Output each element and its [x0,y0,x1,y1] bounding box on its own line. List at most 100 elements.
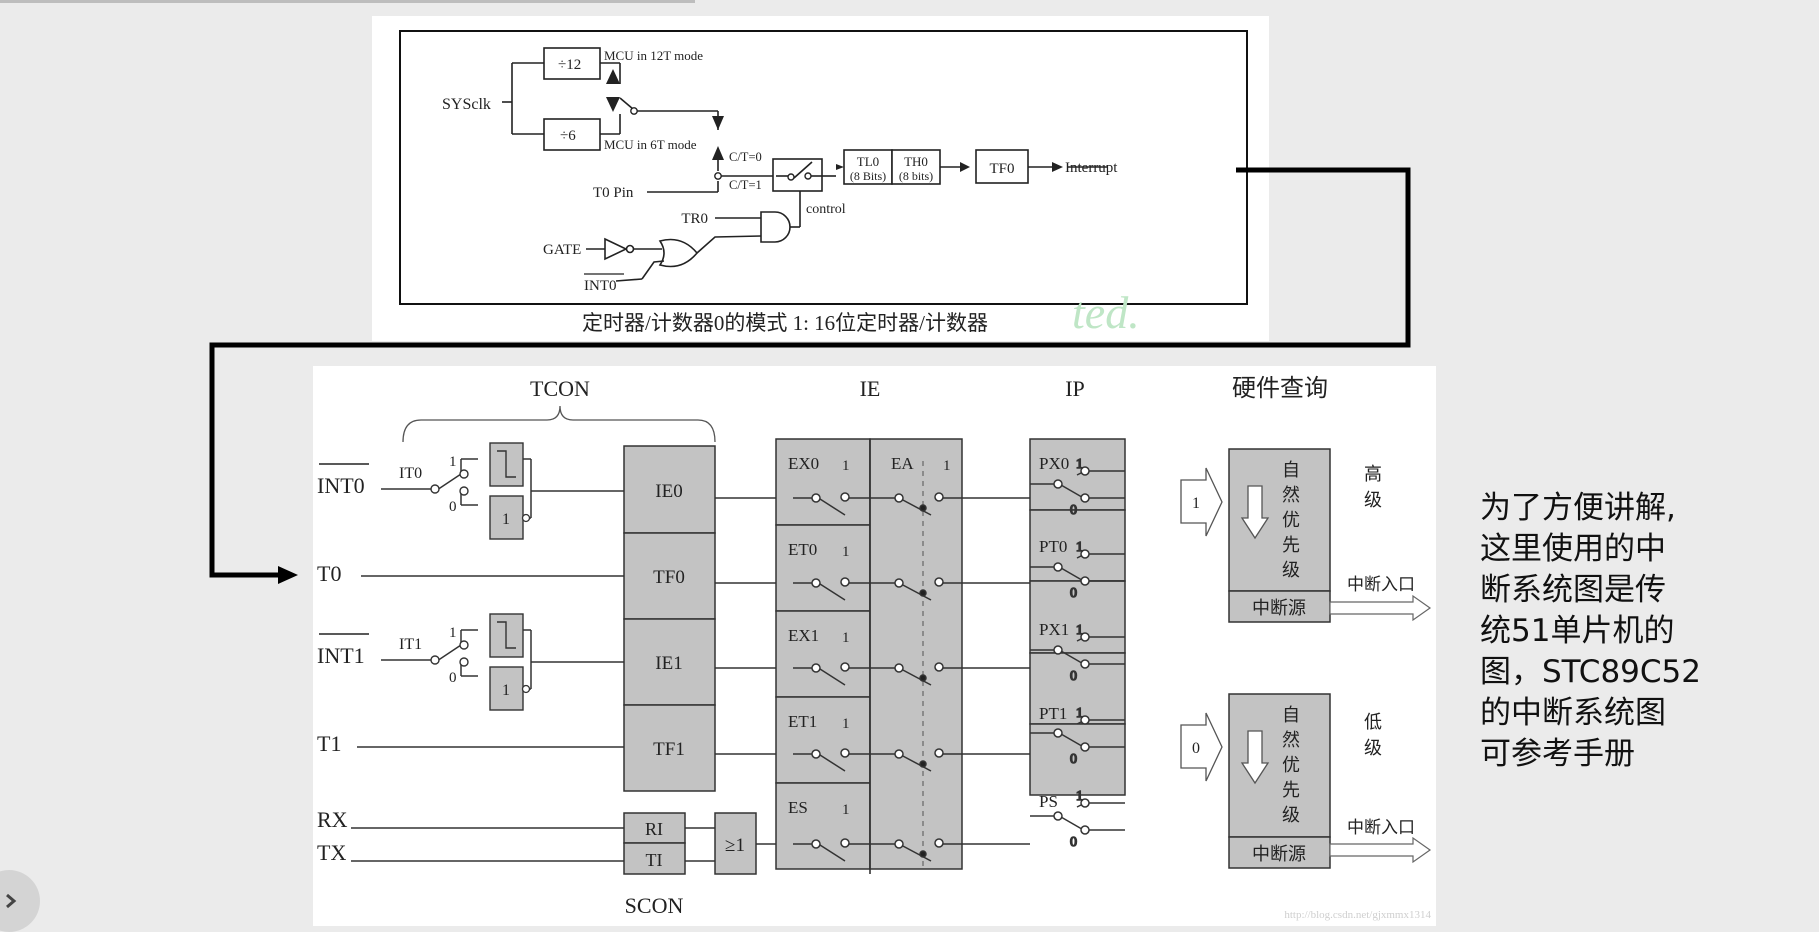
enable-switch [793,577,1030,601]
next-slide-button[interactable] [0,870,40,932]
input-int0: INT0 [317,473,365,498]
tl0-label: TL0 [857,154,879,169]
priority-ps: PS [1039,792,1058,811]
div12-label: ÷12 [558,57,581,73]
note-line-3: 断系统图是传 [1480,572,1666,608]
or-gate-label: ≥1 [725,835,745,856]
priority-pt1: PT1 [1039,704,1067,723]
high-label-1: 高 [1364,464,1382,484]
input-int1: INT1 [317,643,365,668]
scon-label: SCON [625,893,684,918]
et0-sel-1: 1 [842,544,850,560]
natural-priority-high-2: 然 [1282,485,1300,505]
note-line-7: 可参考手册 [1480,736,1635,772]
div6-label: ÷6 [560,128,576,144]
note-line-2: 这里使用的中 [1480,531,1666,567]
natural-priority-high-4: 先 [1282,535,1300,555]
interrupt-system-diagram: TCON IE IP 硬件查询 INT0 T0 INT1 T1 RX TX [313,366,1436,926]
priority-switch: 10 [1030,705,1125,768]
timer-mode1-diagram: SYSclk ÷12 ÷6 MCU in 12T mode MCU in 6T … [372,16,1269,341]
tf0-box-label: TF0 [989,161,1014,177]
natural-priority-low-1: 自 [1282,705,1300,725]
watermark-text: ted. [1072,287,1140,338]
ea-sel-1: 1 [943,458,951,474]
ip-sel-0: 0 [1070,669,1077,684]
note-line-6: 的中断系统图 [1480,695,1666,731]
ip-sel-1: 1 [1076,623,1083,638]
input-t0: T0 [317,561,341,586]
enable-switch [793,662,1030,686]
ip-sel-0: 0 [1070,503,1077,518]
flag-tf1: TF1 [653,739,685,760]
flag-ri: RI [645,819,663,839]
es-sel-1: 1 [842,802,850,818]
timer-caption: 定时器/计数器0的模式 1: 16位定时器/计数器 [582,311,988,335]
natural-priority-low-5: 级 [1282,805,1300,825]
th0-label: TH0 [904,154,928,169]
int-source-high: 中断源 [1252,598,1306,618]
high-label-2: 级 [1364,490,1382,510]
level-box-int0: 1 [502,511,510,528]
flag-ti: TI [646,850,663,870]
connector-arrowhead [278,566,298,584]
natural-priority-high-1: 自 [1282,460,1300,480]
low-level-input: 0 [1192,740,1200,757]
tl0-bits-label: (8 Bits) [850,169,886,183]
explanation-note: 为了方便讲解, 这里使用的中 断系统图是传 统51单片机的 图，STC89C52… [1480,488,1730,775]
hw-query-header: 硬件查询 [1232,375,1328,402]
it0-sel-0: 0 [449,499,457,515]
ex1-sel-1: 1 [842,630,850,646]
ip-sel-0: 0 [1070,752,1077,767]
interrupt-system-svg: TCON IE IP 硬件查询 INT0 T0 INT1 T1 RX TX [317,375,1431,921]
input-t1: T1 [317,731,341,756]
it0-label: IT0 [399,465,422,482]
it1-sel-0: 0 [449,670,457,686]
natural-priority-low-2: 然 [1282,730,1300,750]
priority-px0: PX0 [1039,454,1069,473]
priority-pt0: PT0 [1039,537,1067,556]
enable-ex1: EX1 [788,626,819,645]
note-line-4: 统51单片机的 [1480,613,1675,649]
ip-sel-1: 1 [1076,706,1083,721]
natural-priority-low-4: 先 [1282,780,1300,800]
tr0-label: TR0 [681,211,708,227]
gate-label: GATE [543,242,581,258]
ip-sel-1: 1 [1076,457,1083,472]
ip-sel-0: 0 [1070,835,1077,850]
mode6t-label: MCU in 6T mode [604,137,697,152]
priority-switch: 10 [1030,788,1125,851]
it1-label: IT1 [399,636,422,653]
t0pin-label: T0 Pin [593,185,634,201]
low-label-1: 低 [1364,712,1382,732]
mode12t-label: MCU in 12T mode [604,48,703,63]
int-entry-low: 中断入口 [1347,818,1415,837]
sysclk-label: SYSclk [442,96,491,113]
flag-ie1: IE1 [655,653,682,674]
ip-sel-0: 0 [1070,586,1077,601]
tcon-header: TCON [530,376,590,401]
enable-et1: ET1 [788,712,817,731]
ex0-sel-1: 1 [842,458,850,474]
int-entry-high: 中断入口 [1347,575,1415,594]
th0-bits-label: (8 bits) [899,169,933,183]
note-line-1: 为了方便讲解, [1480,490,1676,526]
diagram-border [399,30,1248,305]
natural-priority-high-3: 优 [1282,510,1300,530]
ip-header: IP [1065,376,1085,401]
it1-sel-1: 1 [449,625,457,641]
ea-label: EA [891,454,914,473]
priority-switch: 10 [1030,622,1125,685]
level-box-int1: 1 [502,682,510,699]
ct1-label: C/T=1 [729,178,762,192]
natural-priority-low-3: 优 [1282,755,1300,775]
note-line-5: 图，STC89C52 [1480,654,1701,690]
high-level-input: 1 [1192,495,1200,512]
enable-switch [793,838,1030,862]
priority-px1: PX1 [1039,620,1069,639]
enable-et0: ET0 [788,540,817,559]
tcon-brace [402,405,716,443]
flag-tf0: TF0 [653,567,685,588]
interrupt-label: Interrupt [1065,160,1118,176]
input-rx: RX [317,807,348,832]
natural-priority-high-5: 级 [1282,560,1300,580]
